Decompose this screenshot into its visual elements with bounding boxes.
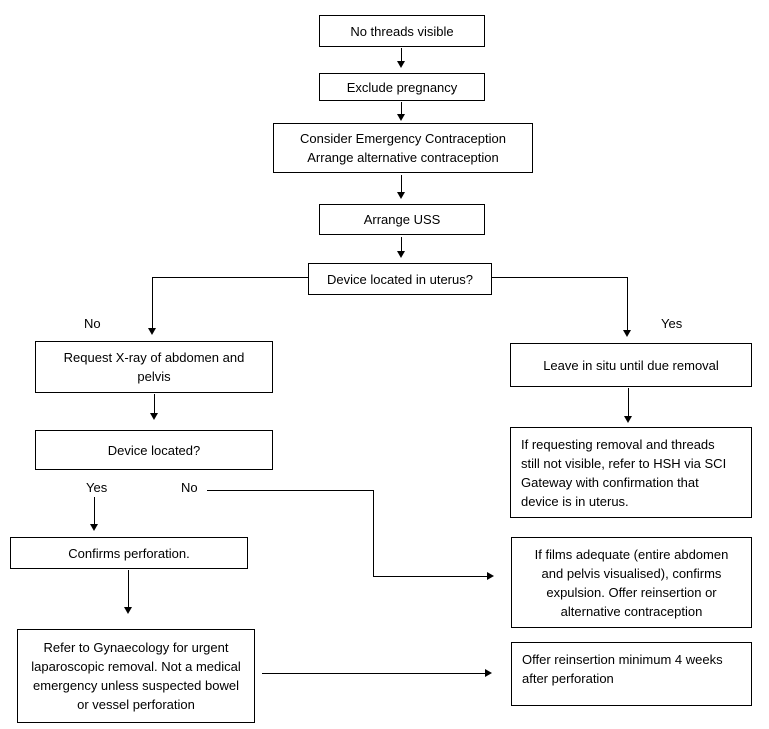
connector-line	[401, 237, 402, 251]
arrowhead-down-icon	[624, 416, 632, 423]
connector-line	[373, 490, 374, 576]
connector-line	[152, 277, 308, 278]
connector-line	[628, 388, 629, 416]
branch-label-no: No	[181, 480, 198, 495]
node-confirms-perforation: Confirms perforation.	[10, 537, 248, 569]
connector-line	[152, 277, 153, 328]
node-text: Device located in uterus?	[327, 271, 473, 287]
arrowhead-down-icon	[148, 328, 156, 335]
node-consider-emergency-contraception: Consider Emergency Contraception Arrange…	[273, 123, 533, 173]
arrowhead-down-icon	[397, 61, 405, 68]
node-if-requesting-removal: If requesting removal and threads still …	[510, 427, 752, 518]
arrowhead-down-icon	[90, 524, 98, 531]
connector-line	[262, 673, 485, 674]
node-text: If films adequate (entire abdomen and pe…	[534, 546, 729, 619]
node-text: Exclude pregnancy	[346, 79, 458, 95]
arrowhead-down-icon	[150, 413, 158, 420]
node-text: If requesting removal and threads still …	[521, 437, 727, 509]
arrowhead-right-icon	[485, 669, 492, 677]
node-exclude-pregnancy: Exclude pregnancy	[319, 73, 485, 101]
branch-label-yes: Yes	[86, 480, 108, 495]
connector-line	[207, 490, 374, 491]
connector-line	[401, 175, 402, 192]
node-text: Device located?	[107, 442, 201, 458]
node-text: Request X-ray of abdomen and pelvis	[63, 350, 245, 384]
connector-line	[492, 277, 627, 278]
node-device-located-in-uterus: Device located in uterus?	[308, 263, 492, 295]
connector-line	[128, 570, 129, 607]
branch-label-no: No	[84, 316, 101, 331]
node-request-xray: Request X-ray of abdomen and pelvis	[35, 341, 273, 393]
node-text: Refer to Gynaecology for urgent laparosc…	[31, 640, 241, 712]
node-refer-gynaecology: Refer to Gynaecology for urgent laparosc…	[17, 629, 255, 723]
arrowhead-down-icon	[623, 330, 631, 337]
node-text: Offer reinsertion minimum 4 weeks after …	[522, 652, 723, 686]
node-device-located: Device located?	[35, 430, 273, 470]
connector-line	[401, 102, 402, 114]
connector-line	[401, 48, 402, 61]
connector-line	[94, 497, 95, 524]
arrowhead-down-icon	[124, 607, 132, 614]
node-no-threads-visible: No threads visible	[319, 15, 485, 47]
node-text: Confirms perforation.	[68, 545, 190, 561]
node-leave-in-situ: Leave in situ until due removal	[510, 343, 752, 387]
branch-label-yes: Yes	[661, 316, 683, 331]
arrowhead-down-icon	[397, 251, 405, 258]
node-text: Arrange USS	[363, 212, 441, 227]
connector-line	[154, 394, 155, 413]
arrowhead-down-icon	[397, 114, 405, 121]
arrowhead-right-icon	[487, 572, 494, 580]
connector-line	[627, 277, 628, 330]
node-if-films-adequate: If films adequate (entire abdomen and pe…	[511, 537, 752, 628]
node-text: No threads visible	[350, 23, 454, 39]
arrowhead-down-icon	[397, 192, 405, 199]
node-text: Consider Emergency Contraception Arrange…	[300, 131, 506, 165]
node-offer-reinsertion: Offer reinsertion minimum 4 weeks after …	[511, 642, 752, 706]
node-arrange-uss: Arrange USS	[319, 204, 485, 235]
node-text: Leave in situ until due removal	[543, 357, 719, 373]
connector-line	[373, 576, 487, 577]
